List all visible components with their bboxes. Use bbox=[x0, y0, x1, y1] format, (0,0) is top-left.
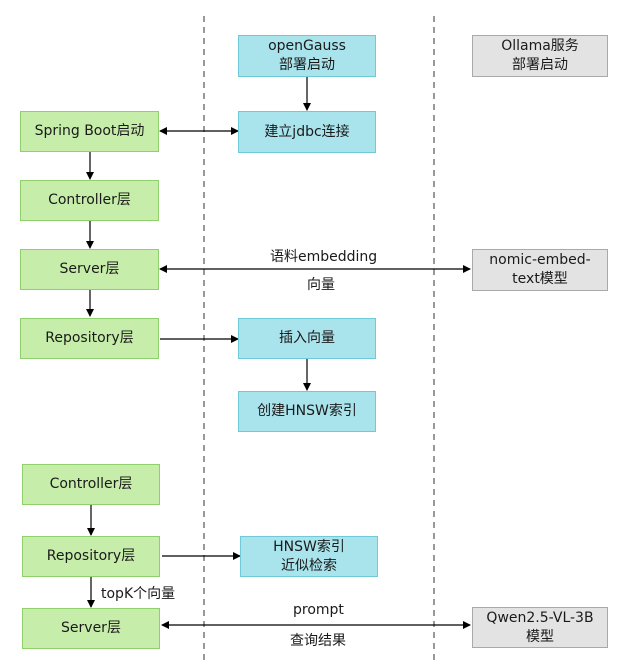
repository-box-bottom: Repository层 bbox=[22, 536, 160, 577]
topk-label: topK个向量 bbox=[101, 586, 176, 602]
nomic-model-box: nomic-embed- text模型 bbox=[472, 249, 608, 291]
embedding-label: 语料embedding bbox=[270, 249, 378, 265]
repository-box-top: Repository层 bbox=[20, 318, 159, 359]
jdbc-connect-box: 建立jdbc连接 bbox=[238, 111, 376, 153]
controller-box-top: Controller层 bbox=[20, 180, 159, 221]
server-box-bottom: Server层 bbox=[22, 608, 160, 649]
query-result-label: 查询结果 bbox=[290, 633, 346, 649]
opengauss-deploy-box: openGauss 部署启动 bbox=[238, 35, 376, 77]
server-box-top: Server层 bbox=[20, 249, 159, 290]
create-hnsw-box: 创建HNSW索引 bbox=[238, 391, 376, 432]
spring-boot-box: Spring Boot启动 bbox=[20, 111, 159, 152]
prompt-label: prompt bbox=[293, 602, 344, 618]
vector-label: 向量 bbox=[307, 277, 335, 293]
hnsw-search-box: HNSW索引 近似检索 bbox=[240, 536, 378, 577]
qwen-model-box: Qwen2.5-VL-3B 模型 bbox=[472, 607, 608, 648]
controller-box-bottom: Controller层 bbox=[22, 464, 160, 505]
insert-vector-box: 插入向量 bbox=[238, 318, 376, 359]
ollama-deploy-box: Ollama服务 部署启动 bbox=[472, 35, 608, 77]
